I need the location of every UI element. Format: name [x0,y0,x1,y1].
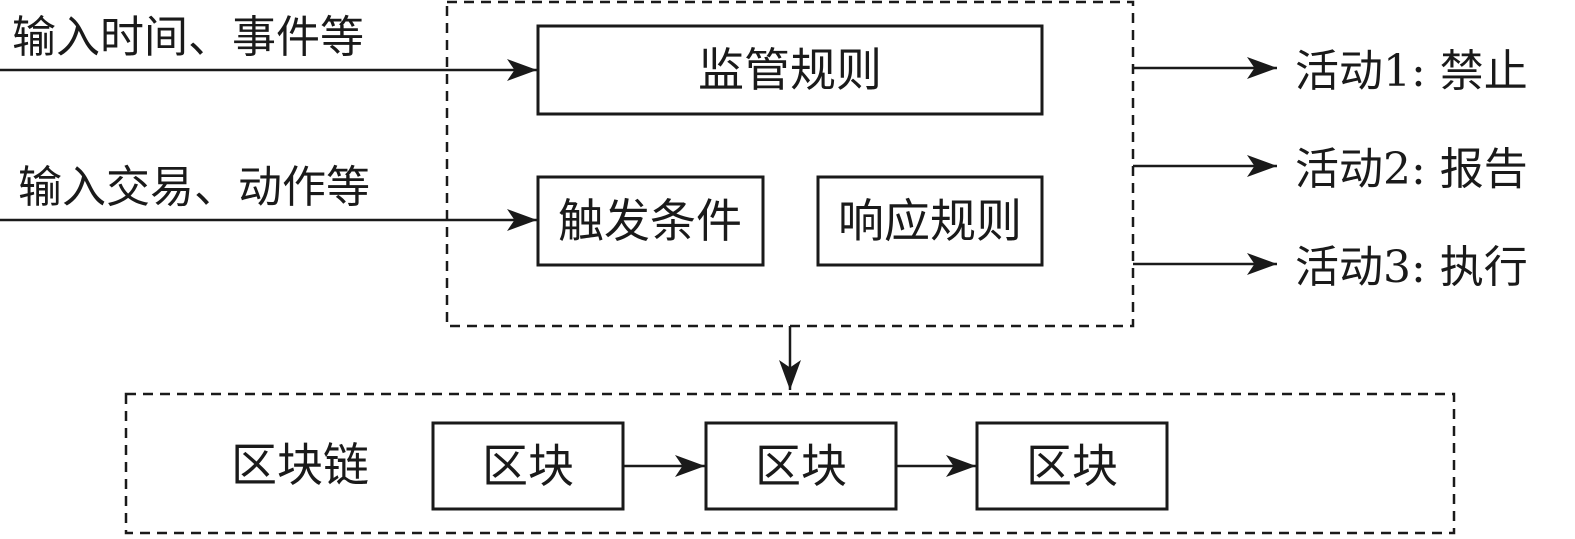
input-label-transactions-actions: 输入交易、动作等 [18,162,370,213]
input-label-time-events: 输入时间、事件等 [12,12,364,63]
response-rules-label: 响应规则 [838,194,1022,248]
output-label-1: 活动1: 禁止 [1295,46,1528,97]
response-rules-box [816,175,1044,267]
block-label-3: 区块 [1026,439,1118,493]
output-label-3: 活动3: 执行 [1295,242,1528,293]
output-label-2: 活动2: 报告 [1295,144,1528,195]
block-box-3 [975,421,1169,511]
regulatory-rules-label: 监管规则 [698,43,882,97]
blockchain-container [124,392,1456,535]
trigger-conditions-label: 触发条件 [558,194,742,248]
blockchain-label: 区块链 [231,438,369,492]
regulatory-rules-box [536,24,1044,116]
trigger-conditions-box [536,175,765,267]
block-label-1: 区块 [482,439,574,493]
block-label-2: 区块 [755,439,847,493]
block-box-2 [704,421,898,511]
